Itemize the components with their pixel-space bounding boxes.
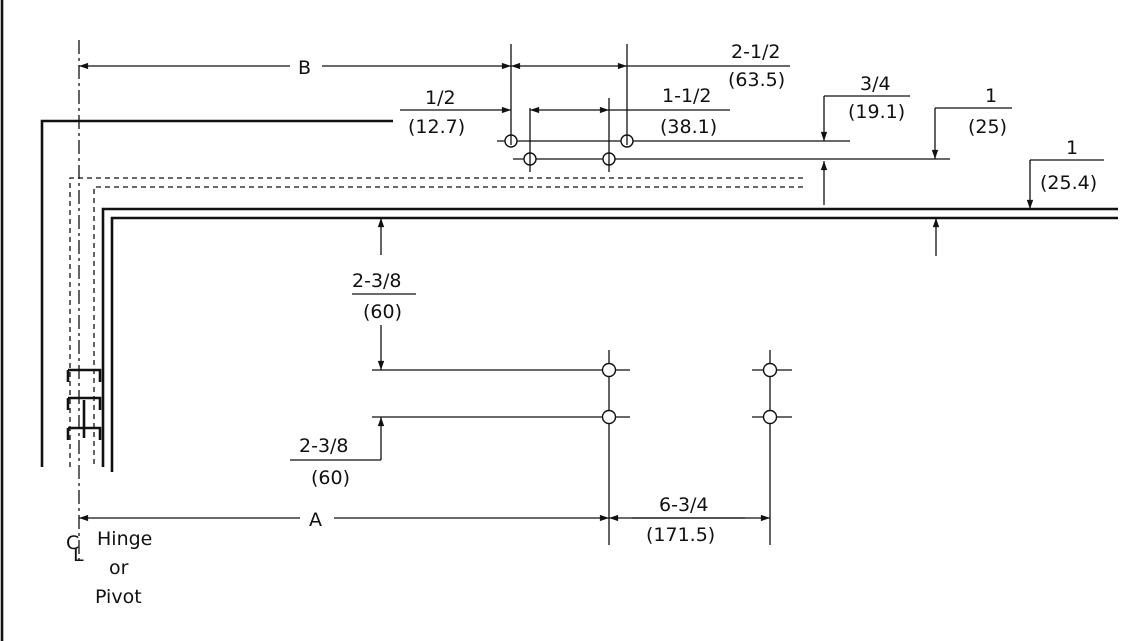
hinge-brackets	[66, 368, 102, 440]
bottom-hole-2a	[601, 409, 617, 425]
door-outline-inner	[93, 186, 803, 467]
dim-12-7-label: (12.7)	[408, 116, 465, 138]
dim-60-lower-label: (60)	[311, 467, 350, 489]
centerline-symbol-l: L	[73, 544, 84, 566]
door-outline-outer	[69, 177, 803, 467]
dim-1-top-label: 1	[985, 85, 997, 107]
door-top-edge-1	[101, 207, 1118, 467]
frame-outline	[40, 119, 393, 467]
dim-60-upper-label: (60)	[363, 301, 402, 323]
bottom-hole-1b	[762, 362, 778, 378]
dim-38-1-label: (38.1)	[660, 116, 717, 138]
hinge-label-line3: Pivot	[95, 586, 142, 608]
dim-2-1-2-label: 2-1/2	[731, 41, 781, 63]
dim-25-label: (25)	[968, 116, 1007, 138]
dim-1-1-2-label: 1-1/2	[662, 85, 712, 107]
dim-171-5-label: (171.5)	[646, 524, 715, 546]
dim-b-label: B	[298, 57, 311, 79]
dim-63-5-label: (63.5)	[728, 69, 785, 91]
dim-1-right-label: 1	[1066, 137, 1078, 159]
dim-3-4-label: 3/4	[860, 73, 891, 95]
dim-2-3-8-lower-label: 2-3/8	[299, 435, 349, 457]
dim-25-4-label: (25.4)	[1040, 172, 1097, 194]
dim-1-2-label: 1/2	[425, 87, 456, 109]
bottom-hole-1a	[601, 362, 617, 378]
dim-19-1-label: (19.1)	[848, 101, 905, 123]
bottom-hole-2b	[762, 409, 778, 425]
door-top-edge-2	[110, 216, 1118, 472]
hinge-label-line1: Hinge	[97, 528, 152, 550]
centerline-symbol-c: C	[66, 532, 79, 554]
hinge-label-line2: or	[109, 557, 129, 579]
dim-2-3-8-upper-label: 2-3/8	[352, 270, 402, 292]
dim-6-3-4-label: 6-3/4	[659, 494, 709, 516]
dim-a-label: A	[309, 509, 322, 531]
